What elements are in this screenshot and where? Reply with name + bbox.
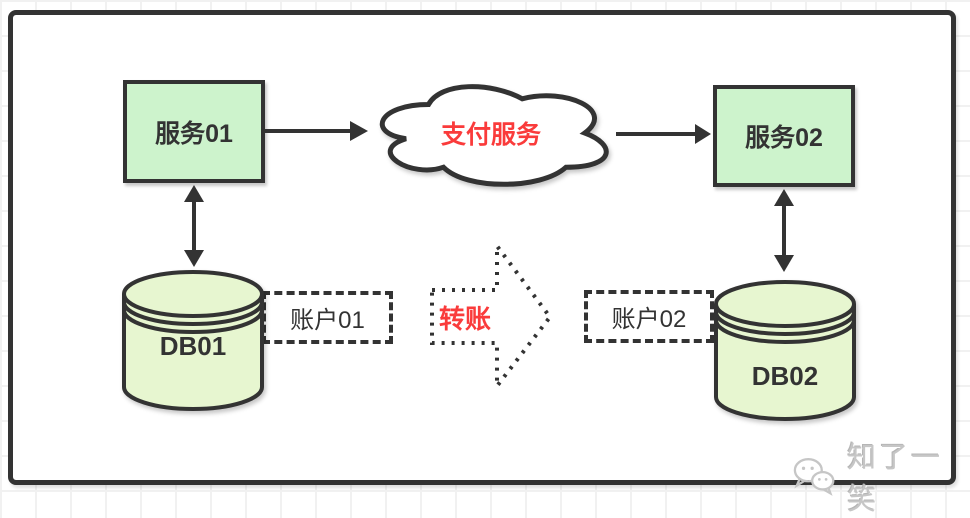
service02-node: 服务02: [713, 85, 855, 187]
account02-box: 账户02: [584, 290, 714, 343]
service01-node: 服务01: [123, 80, 265, 183]
payment-cloud-label: 支付服务: [440, 121, 541, 149]
account01-box: 账户01: [262, 291, 393, 344]
watermark: 知了一笑: [792, 434, 970, 518]
db02-cylinder: [714, 280, 856, 421]
wechat-icon: [793, 458, 835, 496]
transfer-label: 转账: [438, 303, 491, 334]
payment-cloud: [379, 84, 609, 187]
arrow-cloud-to-service02: [616, 124, 711, 144]
service01-label: 服务01: [155, 119, 233, 148]
service02-label: 服务02: [745, 124, 823, 152]
account01-label: 账户01: [290, 307, 365, 334]
arrow-service01-to-cloud: [265, 121, 368, 141]
connectors: [184, 121, 794, 272]
db01-cylinder: [122, 270, 264, 411]
db01-label: DB01: [159, 330, 227, 361]
arrow-service01-db01: [184, 185, 204, 267]
arrow-service02-db02: [774, 189, 794, 272]
db02-label: DB02: [751, 360, 819, 391]
watermark-text: 知了一笑: [847, 442, 944, 516]
account02-label: 账户02: [611, 306, 687, 333]
transfer-arrow: [430, 239, 553, 392]
